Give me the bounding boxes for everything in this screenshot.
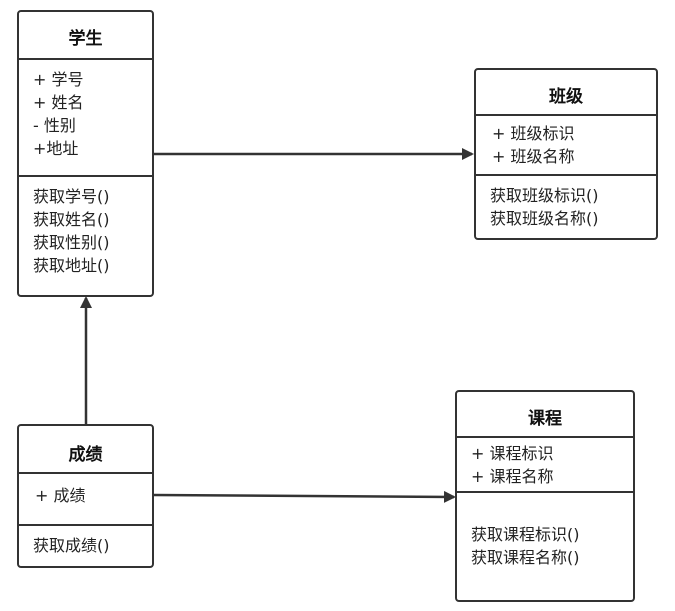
operation: 获取班级名称(): [490, 209, 599, 228]
attribute: + 学号: [33, 70, 84, 89]
class-separator: [476, 174, 656, 176]
operation-list-student: 获取学号() 获取姓名() 获取性别() 获取地址(): [33, 185, 148, 277]
operation: 获取姓名(): [33, 210, 110, 229]
operation-list-class: 获取班级标识() 获取班级名称(): [490, 184, 652, 230]
class-separator: [19, 58, 152, 60]
class-separator: [19, 175, 152, 177]
class-name-grade: 成绩: [68, 445, 103, 465]
class-name-class: 班级: [549, 87, 583, 107]
class-box-grade[interactable]: 成绩 + 成绩 获取成绩(): [17, 424, 154, 568]
attribute: + 姓名: [33, 93, 84, 112]
class-separator: [457, 436, 633, 438]
operation: 获取班级标识(): [490, 186, 599, 205]
attribute: + 成绩: [35, 486, 86, 505]
attribute-list-class: + 班级标识 + 班级名称: [492, 122, 652, 168]
operation: 获取性别(): [33, 233, 110, 252]
class-box-course[interactable]: 课程 + 课程标识 + 课程名称 获取课程标识() 获取课程名称(): [455, 390, 635, 602]
operation: 获取学号(): [33, 187, 110, 206]
attribute: +地址: [33, 139, 79, 158]
class-separator: [457, 491, 633, 493]
class-name-course: 课程: [528, 409, 562, 429]
operation: 获取课程名称(): [471, 548, 580, 567]
attribute-list-grade: + 成绩: [35, 484, 148, 507]
class-box-student[interactable]: 学生 + 学号 + 姓名 - 性别 +地址 获取学号() 获取姓名() 获取性别…: [17, 10, 154, 297]
class-separator: [476, 114, 656, 116]
attribute: + 课程名称: [471, 467, 554, 486]
operation-list-course: 获取课程标识() 获取课程名称(): [471, 523, 629, 569]
attribute: + 课程标识: [471, 444, 554, 463]
operation-list-grade: 获取成绩(): [33, 534, 148, 557]
attribute-list-course: + 课程标识 + 课程名称: [471, 442, 629, 488]
operation: 获取成绩(): [33, 536, 110, 555]
operation: 获取地址(): [33, 256, 110, 275]
class-box-class[interactable]: 班级 + 班级标识 + 班级名称 获取班级标识() 获取班级名称(): [474, 68, 658, 240]
association-grade-to-course: [153, 490, 456, 503]
attribute: + 班级标识: [492, 124, 575, 143]
class-name-student: 学生: [68, 29, 103, 49]
attribute: + 班级名称: [492, 147, 575, 166]
operation: 获取课程标识(): [471, 525, 580, 544]
attribute: - 性别: [33, 116, 76, 135]
class-separator: [19, 524, 152, 526]
class-separator: [19, 472, 152, 474]
attribute-list-student: + 学号 + 姓名 - 性别 +地址: [33, 68, 148, 160]
